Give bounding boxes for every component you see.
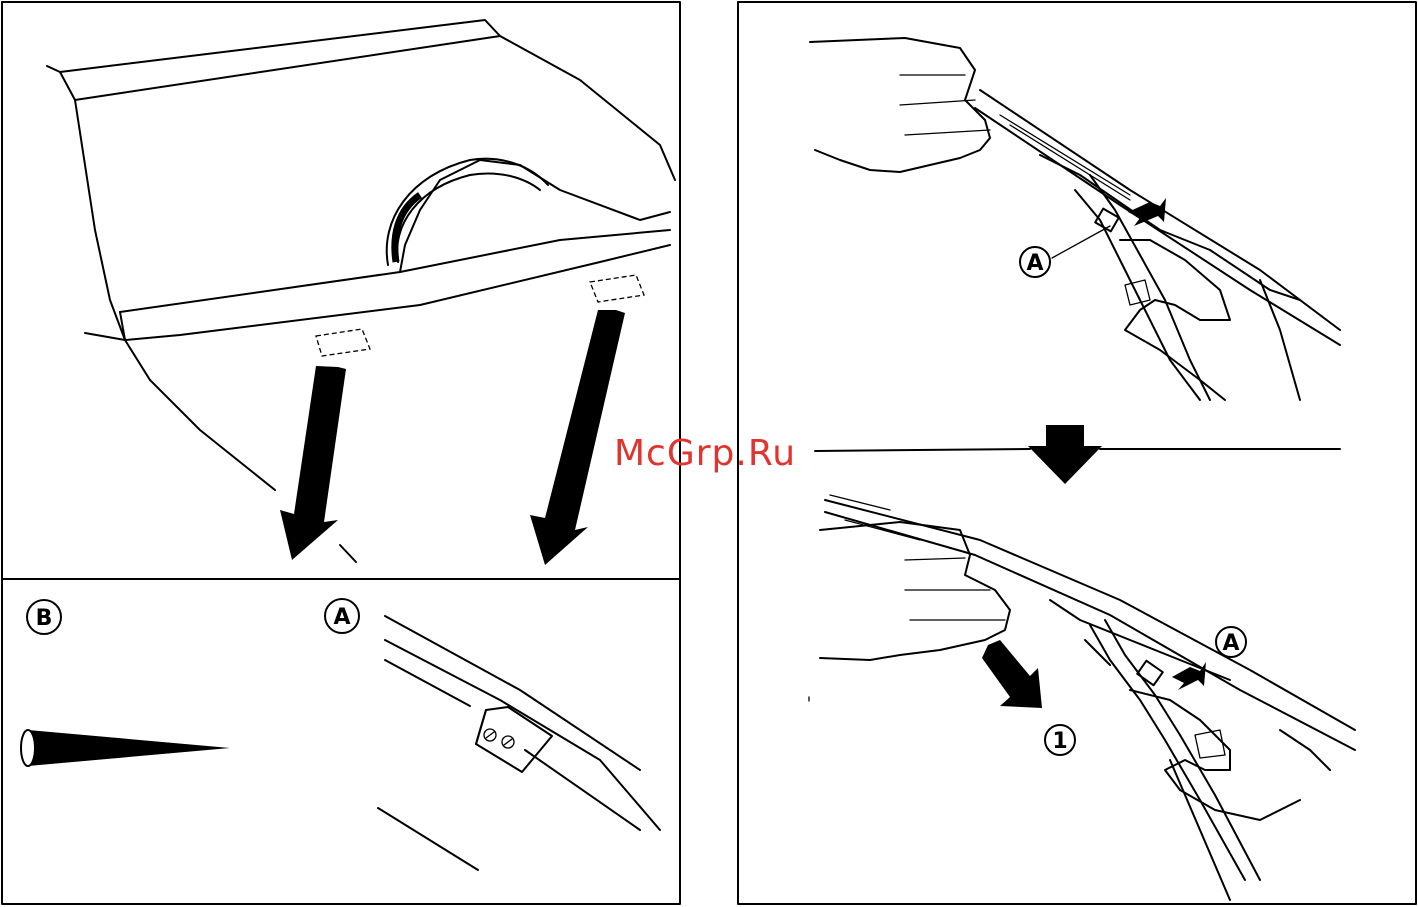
arrow-pull-direction	[982, 640, 1042, 708]
arrow-down-right	[530, 310, 625, 565]
watermark: McGrp.Ru	[614, 433, 796, 474]
arrow-down-step	[1028, 425, 1102, 484]
callout-a-step2-label: A	[1222, 631, 1239, 656]
step-number-label: 1	[1052, 729, 1067, 754]
pointed-tool-icon	[24, 730, 230, 766]
arrow-down-left	[280, 366, 346, 560]
hidden-clip-right	[590, 275, 644, 302]
clip-icon	[476, 707, 552, 772]
detail-a-clip: A	[325, 599, 660, 870]
detail-b-tool: B	[21, 600, 230, 766]
right-panel	[738, 2, 1416, 904]
hidden-clip-left	[316, 329, 370, 356]
step2-wiper-removal: A 1	[809, 495, 1355, 900]
step1-wiper-removal: A	[810, 38, 1340, 400]
clip-a-marker-2	[1137, 661, 1163, 686]
callout-a-step1-label: A	[1026, 251, 1043, 276]
arrow-push-left-2	[1172, 662, 1206, 690]
callout-a-detail-label: A	[333, 605, 350, 630]
callout-b-label: B	[36, 606, 53, 631]
